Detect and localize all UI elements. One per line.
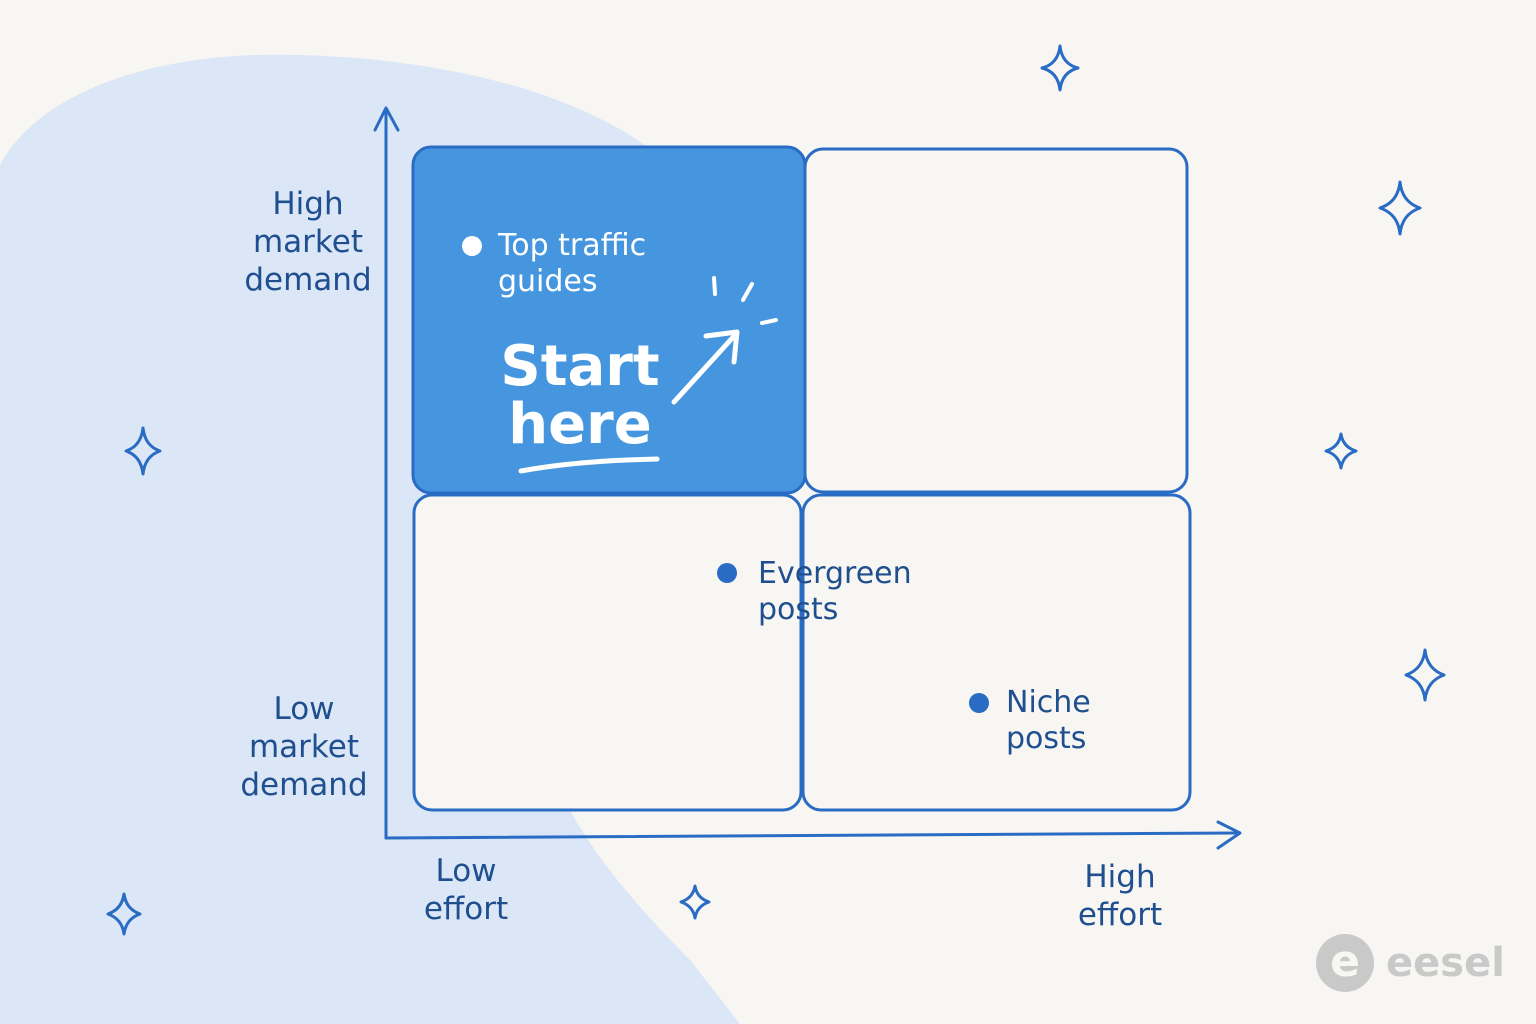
sparkle-icon bbox=[124, 426, 162, 476]
start-here-underline bbox=[518, 456, 660, 474]
brand-logo: e eesel bbox=[1316, 934, 1505, 992]
burst-lines bbox=[712, 276, 778, 325]
x-axis-low-label: Low effort bbox=[423, 853, 509, 927]
sparkle-icon bbox=[1404, 648, 1446, 702]
evergreen-posts-label: Evergreen posts bbox=[758, 556, 912, 627]
top-traffic-guides-label: Top traffic guides bbox=[498, 228, 647, 299]
sparkle-icon bbox=[1378, 180, 1422, 236]
start-here-callout: Start here bbox=[500, 334, 660, 457]
sparkle-icon bbox=[1324, 432, 1358, 470]
quadrant-bottom-right bbox=[801, 493, 1192, 812]
top-traffic-guides-dot bbox=[462, 236, 482, 256]
sparkle-icon bbox=[1040, 44, 1080, 92]
evergreen-posts-dot bbox=[717, 563, 737, 583]
y-axis-high-label: High market demand bbox=[244, 186, 372, 298]
quadrant-bottom-left bbox=[412, 493, 803, 812]
niche-posts-dot bbox=[969, 693, 989, 713]
x-axis bbox=[384, 820, 1242, 850]
start-here-arrow bbox=[671, 329, 740, 405]
sparkle-icon bbox=[106, 892, 142, 936]
brand-name: eesel bbox=[1386, 940, 1505, 986]
niche-posts-label: Niche posts bbox=[1006, 685, 1091, 756]
quadrant-top-right bbox=[803, 147, 1189, 494]
y-axis-low-label: Low market demand bbox=[240, 691, 368, 803]
y-axis bbox=[373, 106, 400, 840]
sparkle-icon bbox=[679, 884, 711, 920]
x-axis-high-label: High effort bbox=[1077, 859, 1163, 933]
eesel-logo-icon: e bbox=[1316, 934, 1374, 992]
